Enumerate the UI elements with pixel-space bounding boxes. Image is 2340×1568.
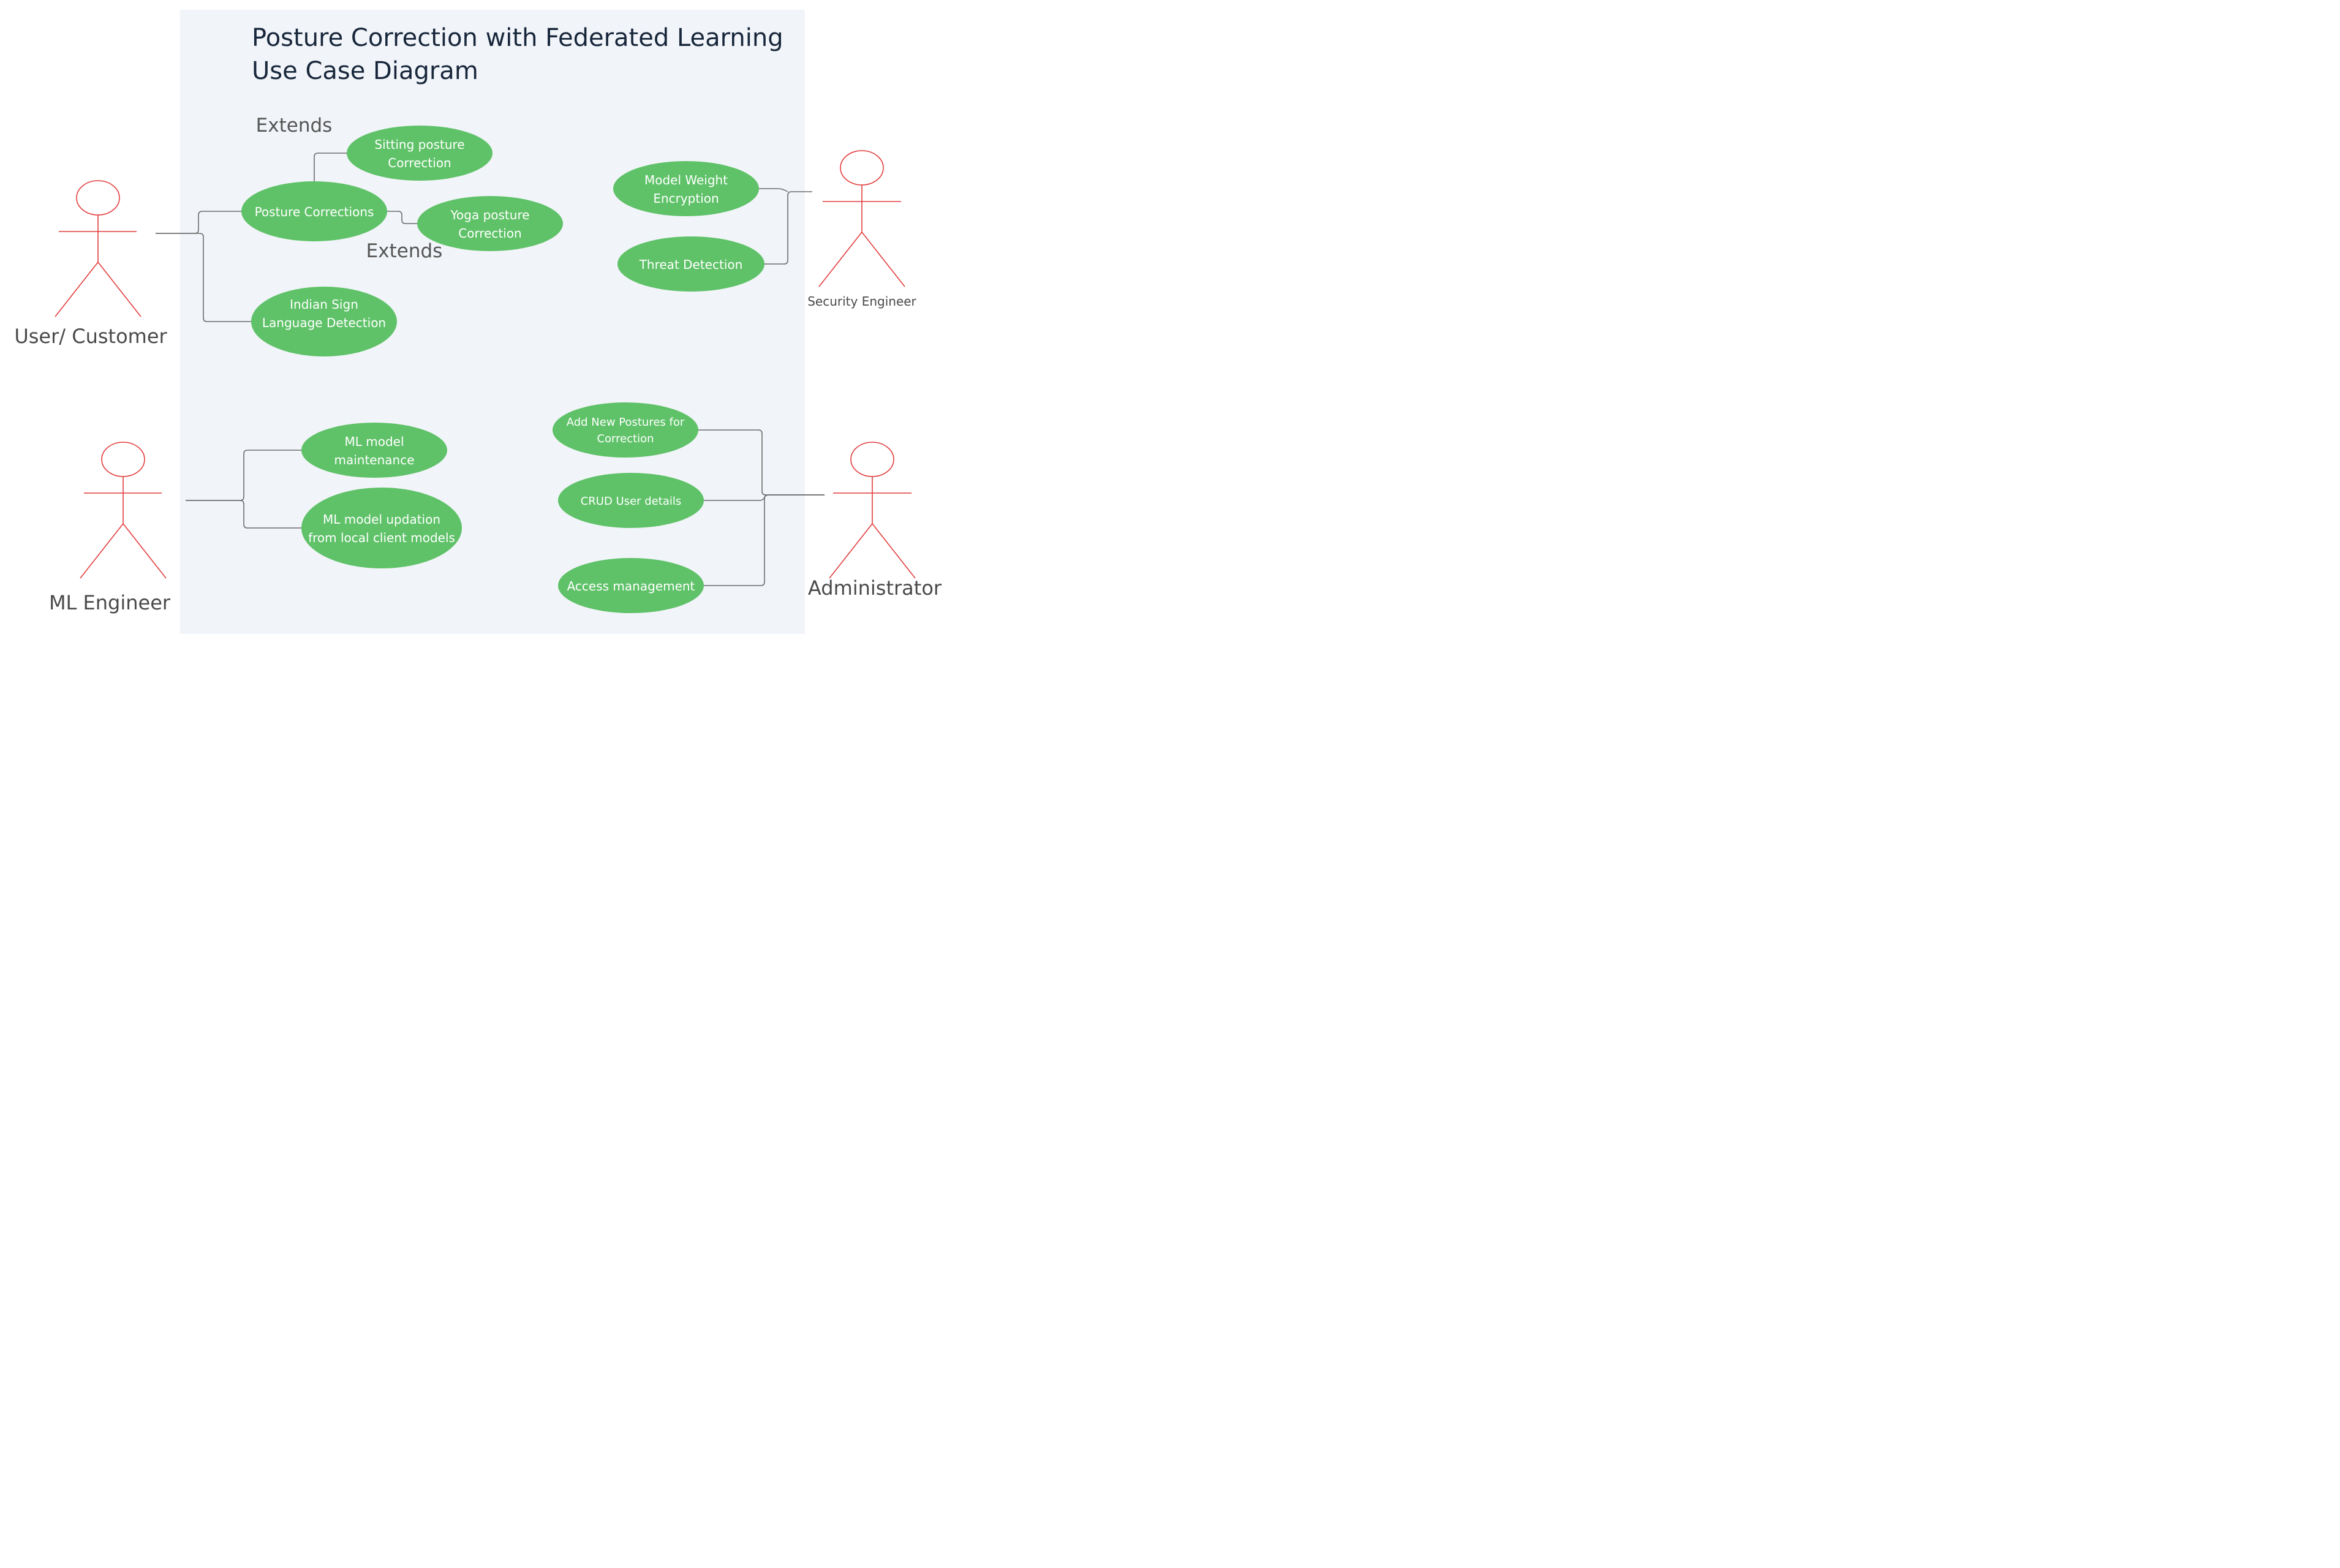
connector-security-threat xyxy=(759,188,788,192)
use-case-ml-model-maintenance: ML model maintenance xyxy=(301,423,447,478)
use-case-sitting-posture-correction: Sitting posture Correction xyxy=(347,126,493,181)
use-case-threat-detection-label: Threat Detection xyxy=(639,257,743,272)
use-case-crud-user-label: CRUD User details xyxy=(581,495,682,508)
actor-user-customer-label: User/ Customer xyxy=(14,325,167,348)
actor-ml-engineer-figure xyxy=(80,442,167,579)
use-case-sign-language-line-1: Indian Sign xyxy=(290,297,358,312)
connector-user-sign-language xyxy=(156,233,251,322)
diagram-title-line-2: Use Case Diagram xyxy=(252,57,478,85)
connectors xyxy=(156,153,825,586)
use-case-ml-model-updation: ML model updation from local client mode… xyxy=(301,488,462,568)
use-case-add-postures-line-2: Correction xyxy=(597,432,654,445)
connector-extends-yoga xyxy=(387,211,418,224)
use-case-yoga-posture-correction: Yoga posture Correction xyxy=(417,196,563,251)
use-case-encryption-line-1: Model Weight xyxy=(644,173,728,187)
use-case-threat-detection: Threat Detection xyxy=(617,236,764,292)
connector-security-encryption xyxy=(764,191,812,265)
actor-administrator-figure xyxy=(829,442,916,579)
use-case-ml-maintenance-line-1: ML model xyxy=(344,434,404,449)
use-case-add-new-postures: Add New Postures for Correction xyxy=(553,402,698,458)
actor-security-engineer-label: Security Engineer xyxy=(807,294,916,309)
diagram-title-line-1: Posture Correction with Federated Learni… xyxy=(252,24,783,52)
actor-security-engineer-figure xyxy=(818,150,905,287)
actor-administrator-label: Administrator xyxy=(808,576,942,600)
connector-ml-updation xyxy=(186,500,302,529)
use-case-yoga-posture-line-1: Yoga posture xyxy=(450,208,529,222)
use-case-encryption-line-2: Encryption xyxy=(653,191,719,206)
use-case-crud-user-details: CRUD User details xyxy=(558,473,704,528)
use-case-sitting-posture-line-2: Correction xyxy=(388,156,451,170)
connector-extends-sitting xyxy=(314,153,347,181)
use-case-ml-updation-line-1: ML model updation xyxy=(323,512,440,527)
use-case-access-management: Access management xyxy=(558,558,704,613)
use-case-posture-corrections: Posture Corrections xyxy=(241,181,387,241)
actor-ml-engineer-label: ML Engineer xyxy=(49,591,171,614)
connector-admin-access xyxy=(704,494,825,586)
use-case-model-weight-encryption: Model Weight Encryption xyxy=(613,161,759,216)
use-case-posture-corrections-label: Posture Corrections xyxy=(255,205,374,219)
extends-label-yoga: Extends xyxy=(366,240,443,262)
use-case-access-management-label: Access management xyxy=(567,579,695,594)
use-case-diagram: Posture Correction with Federated Learni… xyxy=(14,10,942,634)
use-case-sitting-posture-line-1: Sitting posture xyxy=(374,137,464,152)
use-case-indian-sign-language-detection: Indian Sign Language Detection xyxy=(251,287,397,356)
use-case-sign-language-line-2: Language Detection xyxy=(262,315,386,330)
use-case-add-postures-line-1: Add New Postures for xyxy=(567,416,685,429)
use-case-ml-maintenance-line-2: maintenance xyxy=(334,453,414,467)
use-case-yoga-posture-line-2: Correction xyxy=(458,226,521,241)
connector-admin-add-postures xyxy=(698,429,825,496)
use-case-ml-updation-line-2: from local client models xyxy=(308,530,455,545)
actor-user-customer-figure xyxy=(55,180,142,317)
extends-label-sitting: Extends xyxy=(256,115,333,137)
